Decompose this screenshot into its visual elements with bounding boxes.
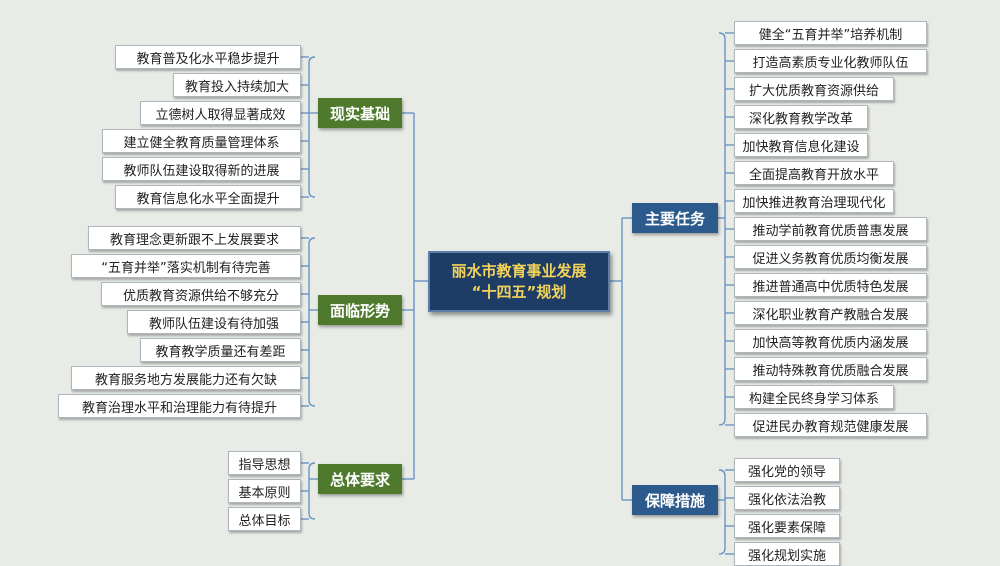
connector-bus-zongti [308,462,316,520]
leaf-zongti-0: 指导思想 [228,451,301,475]
branch-zhuyao: 主要任务 [632,203,718,233]
leaf-mianlin-1: “五育并举”落实机制有待完善 [71,254,301,278]
leaf-zhuyao-1: 打造高素质专业化教师队伍 [734,49,927,73]
leaf-mianlin-6: 教育治理水平和治理能力有待提升 [58,394,301,418]
leaf-mianlin-4: 教育教学质量还有差距 [140,338,301,362]
connector-bus-zhuyao [718,32,726,426]
leaf-zhuyao-6: 加快推进教育治理现代化 [734,189,894,213]
leaf-zhuyao-2: 扩大优质教育资源供给 [734,77,894,101]
leaf-baozhang-3: 强化规划实施 [734,542,840,566]
leaf-mianlin-2: 优质教育资源供给不够充分 [101,282,301,306]
connector-bus-baozhang [718,469,726,555]
leaf-xianshi-4: 教师队伍建设取得新的进展 [102,157,301,181]
leaf-baozhang-1: 强化依法治教 [734,486,840,510]
center-title-line1: 丽水市教育事业发展 [451,261,587,280]
branch-mianlin: 面临形势 [318,295,402,325]
leaf-xianshi-2: 立德树人取得显著成效 [140,101,301,125]
leaf-zhuyao-9: 推进普通高中优质特色发展 [734,273,927,297]
leaf-zhuyao-10: 深化职业教育产教融合发展 [734,301,927,325]
leaf-zhuyao-5: 全面提高教育开放水平 [734,161,894,185]
leaf-baozhang-2: 强化要素保障 [734,514,840,538]
leaf-baozhang-0: 强化党的领导 [734,458,840,482]
branch-baozhang: 保障措施 [632,485,718,515]
leaf-zhuyao-8: 促进义务教育优质均衡发展 [734,245,927,269]
leaf-mianlin-0: 教育理念更新跟不上发展要求 [88,226,301,250]
leaf-xianshi-1: 教育投入持续加大 [173,73,301,97]
leaf-zhuyao-0: 健全“五育并举”培养机制 [734,21,927,45]
leaf-xianshi-3: 建立健全教育质量管理体系 [102,129,301,153]
leaf-zhuyao-13: 构建全民终身学习体系 [734,385,894,409]
leaf-zhuyao-11: 加快高等教育优质内涵发展 [734,329,927,353]
leaf-mianlin-5: 教育服务地方发展能力还有欠缺 [71,366,301,390]
leaf-xianshi-5: 教育信息化水平全面提升 [115,185,301,209]
leaf-mianlin-3: 教师队伍建设有待加强 [127,310,301,334]
leaf-xianshi-0: 教育普及化水平稳步提升 [115,45,301,69]
leaf-zongti-1: 基本原则 [228,479,301,503]
branch-xianshi: 现实基础 [318,98,402,128]
center-title-line2: “十四五”规划 [471,282,567,301]
branch-zongti: 总体要求 [318,464,402,494]
leaf-zhuyao-7: 推动学前教育优质普惠发展 [734,217,927,241]
leaf-zongti-2: 总体目标 [228,507,301,531]
leaf-zhuyao-14: 促进民办教育规范健康发展 [734,413,927,437]
leaf-zhuyao-12: 推动特殊教育优质融合发展 [734,357,927,381]
leaf-zhuyao-4: 加快教育信息化建设 [734,133,868,157]
center-topic: 丽水市教育事业发展 “十四五”规划 [428,251,610,312]
connector-bus-xianshi [308,56,316,198]
leaf-zhuyao-3: 深化教育教学改革 [734,105,868,129]
connector-bus-mianlin [308,237,316,407]
